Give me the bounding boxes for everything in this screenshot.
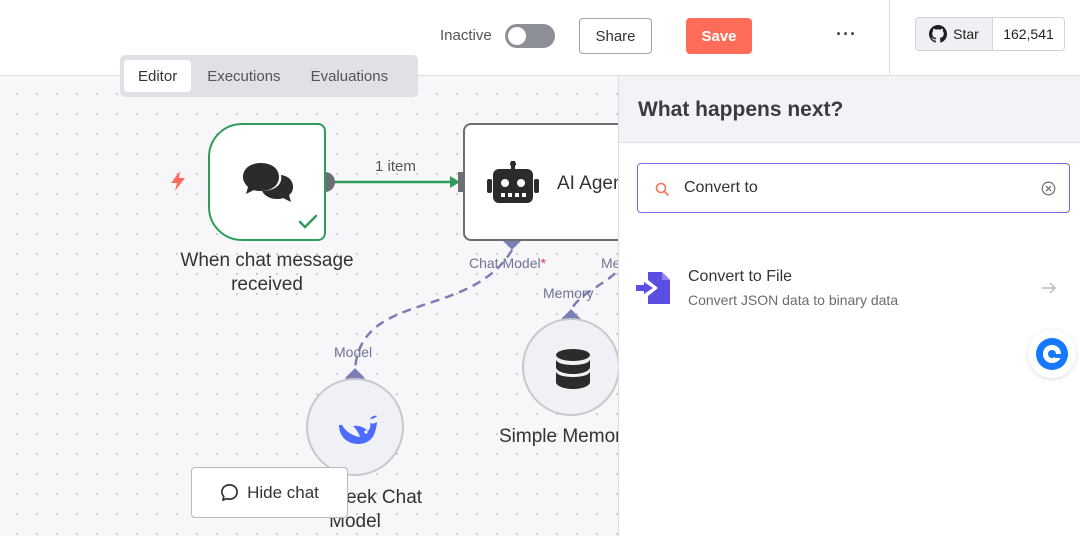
chat-bubble-icon bbox=[221, 484, 239, 501]
github-star-label: Star bbox=[953, 26, 979, 42]
clear-search-icon[interactable] bbox=[1041, 181, 1056, 196]
ai-agent-node-label: AI Agent bbox=[557, 173, 629, 194]
arrow-right-icon bbox=[1042, 282, 1057, 294]
main-connection-arrow bbox=[450, 176, 460, 188]
trigger-node-label-line1: When chat message bbox=[180, 250, 354, 271]
node-search-box[interactable] bbox=[637, 163, 1070, 213]
memory-port-label-cut: Memory bbox=[601, 255, 618, 271]
tab-evaluations[interactable]: Evaluations bbox=[310, 67, 389, 85]
share-button[interactable]: Share bbox=[579, 18, 652, 54]
chat-trigger-node[interactable] bbox=[208, 123, 326, 241]
result-title: Convert to File bbox=[688, 268, 793, 285]
hide-chat-button[interactable]: Hide chat bbox=[191, 467, 348, 518]
model-node-port-label: Model bbox=[334, 344, 373, 360]
header-divider bbox=[889, 0, 890, 76]
simple-memory-node-label: Simple Memory bbox=[499, 426, 618, 447]
robot-icon bbox=[487, 161, 539, 203]
memory-node-port-label: Memory bbox=[543, 285, 594, 301]
trigger-node-label: When chat message received bbox=[157, 249, 377, 297]
github-star-button[interactable]: Star bbox=[916, 18, 993, 50]
assistant-fab[interactable] bbox=[1028, 330, 1076, 378]
connection-item-count: 1 item bbox=[375, 158, 416, 175]
chat-model-port-label: Chat Model* bbox=[469, 255, 546, 271]
save-button[interactable]: Save bbox=[686, 18, 752, 54]
database-icon bbox=[556, 349, 590, 389]
panel-title: What happens next? bbox=[638, 98, 844, 121]
chat-model-port-text: Chat Model bbox=[469, 255, 541, 271]
required-mark: * bbox=[540, 255, 547, 271]
search-result-item[interactable]: Convert to File Convert JSON data to bin… bbox=[619, 255, 1080, 323]
workflow-status-label: Inactive bbox=[440, 27, 492, 44]
tab-editor[interactable]: Editor bbox=[124, 60, 192, 92]
deepseek-chat-model-node[interactable] bbox=[306, 378, 404, 476]
success-check-icon bbox=[298, 214, 318, 229]
model-connection-line bbox=[353, 249, 514, 371]
search-icon bbox=[655, 182, 669, 196]
trigger-node-label-line2: received bbox=[231, 274, 303, 295]
github-star-count[interactable]: 162,541 bbox=[993, 18, 1064, 50]
view-tabs: Editor Executions Evaluations bbox=[120, 55, 418, 97]
panel-header: What happens next? bbox=[619, 76, 1080, 143]
memory-connection-line bbox=[568, 268, 618, 313]
github-star-widget[interactable]: Star 162,541 bbox=[915, 17, 1065, 51]
toggle-knob bbox=[508, 27, 526, 45]
node-creator-panel: What happens next? bbox=[618, 76, 1080, 536]
memory-node-label-clip: Simple Memory bbox=[480, 426, 618, 452]
node-search-input[interactable] bbox=[684, 176, 1024, 200]
trigger-bolt-icon bbox=[171, 171, 185, 191]
ai-agent-node[interactable]: AI Agent bbox=[463, 123, 633, 241]
hide-chat-label: Hide chat bbox=[247, 482, 319, 502]
active-toggle[interactable] bbox=[505, 24, 555, 48]
deepseek-whale-icon bbox=[339, 415, 377, 444]
simple-memory-node[interactable] bbox=[522, 318, 620, 416]
convert-file-icon bbox=[636, 272, 670, 304]
more-options-icon[interactable]: ··· bbox=[836, 24, 857, 44]
chat-bubbles-icon bbox=[243, 163, 293, 202]
github-icon bbox=[929, 25, 948, 43]
tab-executions[interactable]: Executions bbox=[207, 67, 281, 85]
result-description: Convert JSON data to binary data bbox=[688, 292, 899, 308]
assistant-icon bbox=[1036, 338, 1068, 370]
